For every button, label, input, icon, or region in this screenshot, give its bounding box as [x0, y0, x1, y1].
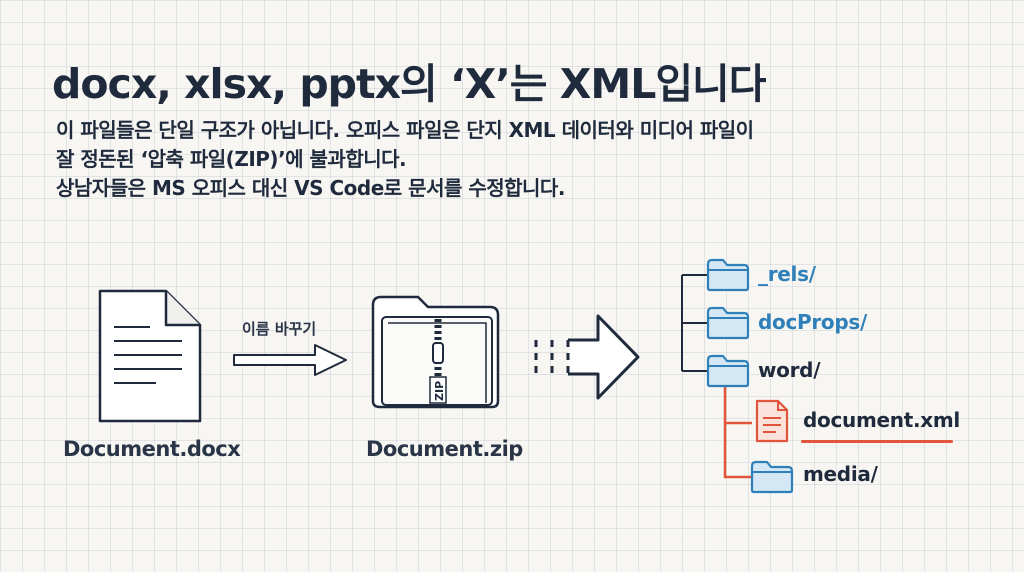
- tree-item-word: word/: [758, 358, 821, 382]
- description-line: 상남자들은 MS 오피스 대신 VS Code로 문서를 수정합니다.: [56, 176, 565, 200]
- source-file-label: Document.docx: [63, 437, 241, 461]
- tree-item-media: media/: [803, 462, 878, 486]
- zip-folder-icon: ZIP: [371, 295, 500, 409]
- document-icon: [98, 289, 202, 423]
- folder-icon-rels: [706, 258, 750, 292]
- tree-item-document-xml: document.xml: [803, 408, 960, 432]
- zip-file-label: Document.zip: [366, 437, 523, 461]
- rename-label: 이름 바꾸기: [242, 320, 317, 338]
- page-title: docx, xlsx, pptx의 ‘X’는 XML입니다: [52, 60, 766, 108]
- highlight-underline: [801, 440, 953, 443]
- folder-icon-word: [706, 354, 750, 388]
- tree-item-rels: _rels/: [758, 262, 816, 286]
- tree-lines: [681, 274, 752, 479]
- zip-tag: ZIP: [433, 381, 446, 401]
- description-line: 잘 정돈된 ‘압축 파일(ZIP)’에 불과합니다.: [56, 147, 407, 171]
- description: 이 파일들은 단일 구조가 아닙니다. 오피스 파일은 단지 XML 데이터와 …: [56, 116, 754, 203]
- tree-item-docprops: docProps/: [758, 310, 867, 334]
- description-line: 이 파일들은 단일 구조가 아닙니다. 오피스 파일은 단지 XML 데이터와 …: [56, 118, 754, 142]
- extract-arrow-icon: [534, 314, 640, 400]
- xml-file-icon: [755, 399, 789, 443]
- folder-icon-media: [750, 460, 794, 494]
- folder-icon-docprops: [706, 306, 750, 340]
- arrow-right-icon: [233, 344, 347, 376]
